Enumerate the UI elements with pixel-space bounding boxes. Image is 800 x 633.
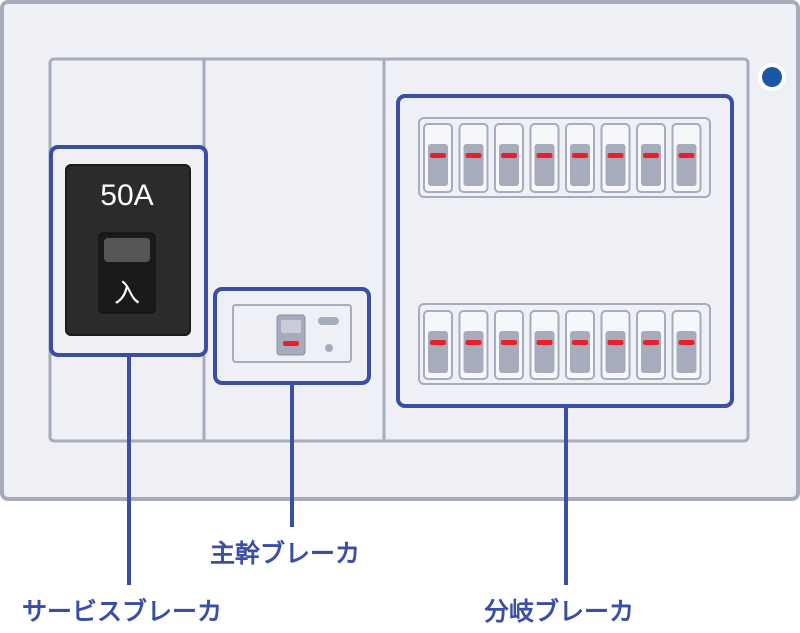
branch-breaker-lever bbox=[570, 331, 590, 373]
branch-breaker-red-mark bbox=[501, 153, 517, 158]
branch-breaker-switch[interactable] bbox=[671, 310, 702, 380]
main-breaker-indicator bbox=[325, 344, 333, 352]
branch-breaker-lever bbox=[641, 331, 661, 373]
branch-breaker-switch[interactable] bbox=[529, 123, 560, 193]
branch-breaker-red-mark bbox=[501, 340, 517, 345]
branch-breaker-lever bbox=[641, 144, 661, 186]
main-breaker-label: 主幹ブレーカ bbox=[210, 539, 361, 568]
branch-breaker-lever bbox=[463, 144, 484, 186]
branch-breaker-red-mark bbox=[572, 153, 588, 158]
branch-breaker-switch[interactable] bbox=[600, 123, 631, 193]
branch-breaker-switches bbox=[423, 123, 702, 380]
branch-breaker-switch[interactable] bbox=[600, 310, 631, 380]
branch-breaker-switch[interactable] bbox=[565, 123, 595, 193]
branch-breaker-switch[interactable] bbox=[458, 310, 489, 380]
branch-breaker-switch[interactable] bbox=[423, 123, 453, 193]
branch-breaker-red-mark bbox=[536, 153, 553, 158]
service-breaker-switch-window bbox=[104, 238, 150, 262]
main-breaker-test-button[interactable] bbox=[318, 317, 339, 325]
branch-breaker-red-mark bbox=[643, 340, 659, 345]
branch-breaker-lever bbox=[428, 331, 448, 373]
main-breaker-switch-window bbox=[281, 320, 301, 333]
branch-breaker-lever bbox=[676, 144, 697, 186]
branch-breaker-red-mark bbox=[465, 340, 482, 345]
branch-breaker-red-mark bbox=[643, 153, 659, 158]
service-breaker-label: サービスブレーカ bbox=[22, 597, 223, 626]
service-breaker-rating: 50A bbox=[100, 179, 153, 212]
branch-breaker-switch[interactable] bbox=[565, 310, 595, 380]
branch-breaker-red-mark bbox=[430, 340, 446, 345]
branch-breaker-lever bbox=[534, 144, 555, 186]
branch-breaker-red-mark bbox=[607, 340, 624, 345]
branch-breaker-lever bbox=[534, 331, 555, 373]
main-breaker-red-mark bbox=[283, 341, 299, 346]
branch-breaker-lever bbox=[499, 144, 519, 186]
branch-breaker-lever bbox=[428, 144, 448, 186]
branch-breaker-red-mark bbox=[607, 153, 624, 158]
branch-breaker-lever bbox=[676, 331, 697, 373]
branch-breakers-label: 分岐ブレーカ bbox=[484, 597, 635, 626]
branch-breaker-switch[interactable] bbox=[458, 123, 489, 193]
branch-breaker-lever bbox=[463, 331, 484, 373]
branch-breaker-red-mark bbox=[430, 153, 446, 158]
indicator-dot-center bbox=[762, 67, 782, 87]
branch-breaker-red-mark bbox=[678, 340, 695, 345]
branch-breaker-red-mark bbox=[536, 340, 553, 345]
branch-breaker-red-mark bbox=[678, 153, 695, 158]
branch-breaker-switch[interactable] bbox=[636, 123, 666, 193]
branch-breaker-lever bbox=[605, 144, 626, 186]
branch-breaker-switch[interactable] bbox=[423, 310, 453, 380]
branch-breaker-switch[interactable] bbox=[494, 310, 524, 380]
branch-breaker-lever bbox=[570, 144, 590, 186]
branch-breaker-red-mark bbox=[572, 340, 588, 345]
branch-breaker-red-mark bbox=[465, 153, 482, 158]
branch-breaker-lever bbox=[605, 331, 626, 373]
branch-breaker-switch[interactable] bbox=[494, 123, 524, 193]
branch-breaker-switch[interactable] bbox=[636, 310, 666, 380]
service-breaker-state-label: 入 bbox=[114, 279, 140, 309]
branch-breaker-switch[interactable] bbox=[671, 123, 702, 193]
branch-breaker-lever bbox=[499, 331, 519, 373]
branch-breaker-switch[interactable] bbox=[529, 310, 560, 380]
